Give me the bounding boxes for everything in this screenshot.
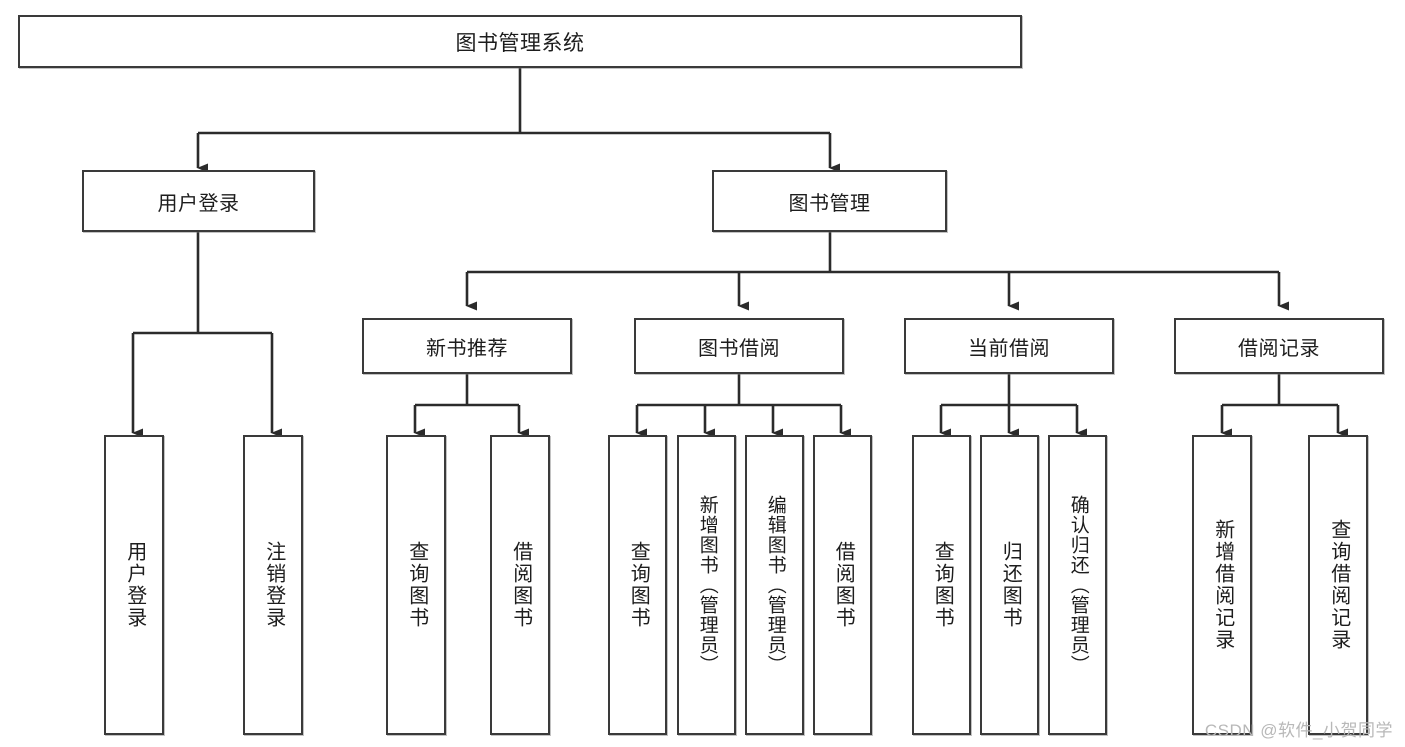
leaf-borrow-borrow-book[interactable]: 借阅图书 [813, 435, 872, 735]
node-label: 借阅图书 [832, 541, 855, 629]
node-label: 查询图书 [931, 541, 954, 629]
node-label: 图书管理 [788, 192, 871, 215]
node-label: 新增图书（管理员） [696, 495, 718, 675]
node-label: 查询图书 [627, 541, 650, 629]
node-book-borrow[interactable]: 图书借阅 [634, 318, 844, 374]
node-book-management[interactable]: 图书管理 [712, 170, 947, 232]
node-label: 当前借阅 [968, 337, 1050, 360]
node-label: 新书推荐 [426, 337, 508, 360]
leaf-borrow-edit-book-admin[interactable]: 编辑图书（管理员） [745, 435, 804, 735]
node-borrow-record[interactable]: 借阅记录 [1174, 318, 1384, 374]
leaf-current-query-book[interactable]: 查询图书 [912, 435, 971, 735]
node-label: 借阅图书 [509, 541, 532, 629]
node-label: 确认归还（管理员） [1067, 495, 1089, 675]
node-label: 归还图书 [999, 541, 1022, 629]
leaf-borrow-query-book[interactable]: 查询图书 [608, 435, 667, 735]
leaf-logout[interactable]: 注销登录 [243, 435, 303, 735]
leaf-new-book-borrow-book[interactable]: 借阅图书 [490, 435, 550, 735]
node-new-book-recommend[interactable]: 新书推荐 [362, 318, 572, 374]
node-label: 用户登录 [123, 541, 146, 629]
leaf-new-book-query-book[interactable]: 查询图书 [386, 435, 446, 735]
node-label: 查询借阅记录 [1327, 519, 1350, 651]
leaf-current-confirm-return-admin[interactable]: 确认归还（管理员） [1048, 435, 1107, 735]
leaf-record-add-borrow-record[interactable]: 新增借阅记录 [1192, 435, 1252, 735]
node-label: 图书借阅 [698, 337, 780, 360]
node-book-management-system[interactable]: 图书管理系统 [18, 15, 1022, 68]
node-label: 注销登录 [262, 541, 285, 629]
leaf-record-query-borrow-record[interactable]: 查询借阅记录 [1308, 435, 1368, 735]
node-label: 编辑图书（管理员） [764, 495, 786, 675]
leaf-borrow-add-book-admin[interactable]: 新增图书（管理员） [677, 435, 736, 735]
node-label: 查询图书 [405, 541, 428, 629]
node-label: 新增借阅记录 [1211, 519, 1234, 651]
leaf-user-login[interactable]: 用户登录 [104, 435, 164, 735]
node-label: 用户登录 [157, 192, 240, 215]
node-label: 借阅记录 [1238, 337, 1320, 360]
node-current-borrow[interactable]: 当前借阅 [904, 318, 1114, 374]
node-user-login[interactable]: 用户登录 [82, 170, 315, 232]
leaf-current-return-book[interactable]: 归还图书 [980, 435, 1039, 735]
node-label: 图书管理系统 [455, 31, 585, 55]
